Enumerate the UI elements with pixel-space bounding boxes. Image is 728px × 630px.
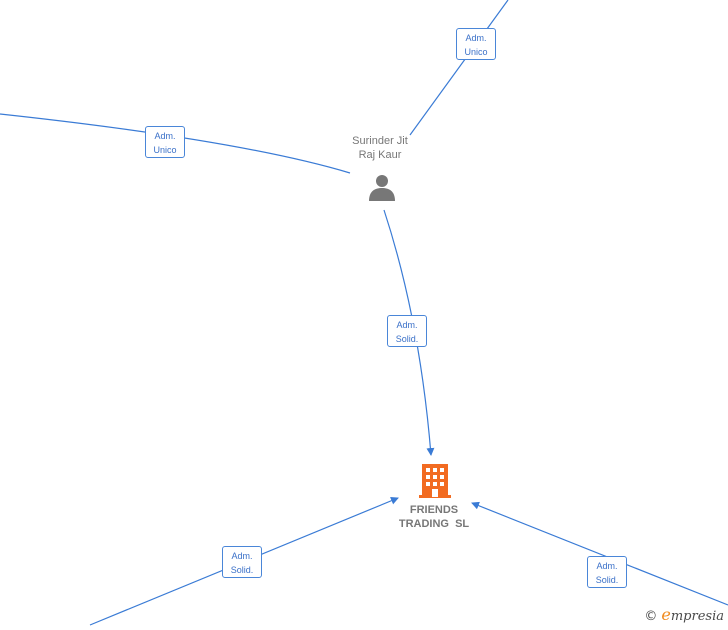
empresia-watermark: ©empresia xyxy=(644,605,724,624)
edge-label-type: Solid. xyxy=(230,565,254,575)
edge-label-role: Adm. xyxy=(231,551,253,561)
person-name-line1: Surinder Jit xyxy=(352,135,408,147)
person-name-line2: Raj Kaur xyxy=(358,149,402,161)
edge-line-bottom-right xyxy=(471,501,728,606)
edge-label[interactable]: Adm. Solid. xyxy=(587,556,627,588)
edge-label[interactable]: Adm. Solid. xyxy=(387,315,427,347)
edge-label-type: Solid. xyxy=(595,575,619,585)
company-node-name[interactable]: FRIENDS TRADING SL xyxy=(374,503,494,531)
company-name-line1: FRIENDS xyxy=(409,504,459,516)
brand-logo-e: e xyxy=(661,605,671,624)
edge-line-top-right xyxy=(409,0,509,136)
edge-label-role: Adm. xyxy=(465,33,487,43)
edge-label-type: Unico xyxy=(153,145,177,155)
edge-label[interactable]: Adm. Unico xyxy=(145,126,185,158)
copyright-icon: © xyxy=(644,609,658,624)
edge-label-role: Adm. xyxy=(154,131,176,141)
edge-label-type: Unico xyxy=(464,47,488,57)
edge-label-role: Adm. xyxy=(396,320,418,330)
person-node-name[interactable]: Surinder Jit Raj Kaur xyxy=(330,134,430,162)
brand-logo-text: mpresia xyxy=(670,609,724,624)
building-icon[interactable] xyxy=(419,462,451,503)
edge-label[interactable]: Adm. Solid. xyxy=(222,546,262,578)
edge-label-type: Solid. xyxy=(395,334,419,344)
edge-line-left xyxy=(0,113,351,174)
company-name-line2: TRADING SL xyxy=(398,518,470,530)
edge-label-role: Adm. xyxy=(596,561,618,571)
edge-label[interactable]: Adm. Unico xyxy=(456,28,496,60)
person-icon[interactable] xyxy=(367,172,397,207)
